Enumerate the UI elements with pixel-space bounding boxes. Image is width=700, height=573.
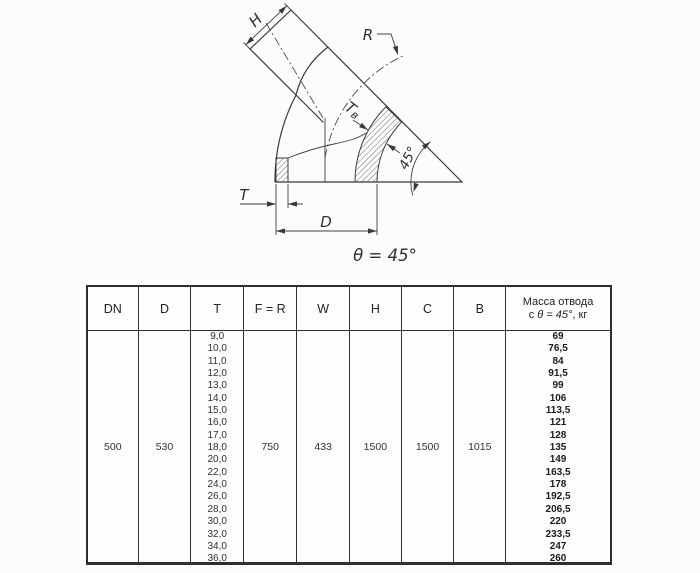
column-b: B 1015 [454,287,507,562]
cell-dn: 500 [104,440,122,453]
dimension-T-D: T D [239,184,378,235]
list-value: 14,0 [207,392,227,404]
list-value: 12,0 [207,368,227,380]
list-value: 91,5 [548,368,568,380]
elbow-outline [249,9,464,183]
list-value: 26,0 [207,491,227,503]
list-value: 20,0 [207,454,227,466]
cell-h: 1500 [363,440,388,453]
radius-arc-centerline [324,54,406,159]
header-w: W [297,287,350,331]
header-mass: Масса отвода с θ = 45°, кг [506,287,610,331]
list-value: 178 [549,479,567,491]
list-value: 163,5 [545,466,571,478]
header-b: B [454,287,506,331]
cell-b: 1015 [468,440,492,453]
column-h: H 1500 [350,287,402,562]
dim-label-r: R [363,26,373,44]
list-value: 18,0 [207,442,227,454]
cell-c: 1500 [415,440,440,453]
cell-d: 530 [155,440,174,453]
wall-section-left [275,157,289,183]
dimension-angle: 45° [396,141,431,196]
header-d: D [138,287,191,331]
dim-label-d: D [320,213,332,231]
header-t: T [191,287,244,331]
header-h: H [350,287,401,331]
theta-caption: θ = 45° [353,246,417,265]
list-value: 22,0 [207,466,227,478]
list-value: 76,5 [548,343,568,355]
list-value: 206,5 [545,503,571,515]
column-c: C 1500 [401,287,455,562]
list-value: 192,5 [545,491,571,503]
list-value: 106 [549,392,567,404]
header-dn: DN [88,287,138,331]
dim-label-tv: Tв [341,98,365,122]
wall-section-inner [354,106,403,183]
column-dn: DN 500 [88,287,139,562]
column-fr: F = R 750 [244,287,298,562]
list-value: 28,0 [207,503,227,515]
list-value: 13,0 [207,380,227,392]
list-value: 220 [549,516,567,528]
list-value: 9,0 [210,331,225,342]
list-value: 247 [549,540,567,552]
list-value: 15,0 [207,405,227,417]
header-mass-line2: с θ = 45°, кг [528,308,588,321]
axis-centerline [265,22,324,119]
list-value: 24,0 [207,479,227,491]
header-fr: F = R [244,287,297,331]
cell-w: 433 [314,440,332,453]
elbow-technical-drawing: H R Tв 45° T [239,3,464,265]
list-value: 233,5 [545,528,571,540]
list-value: 99 [552,380,564,392]
list-value: 113,5 [545,405,571,417]
list-value: 149 [549,454,567,466]
list-value: 11,0 [207,355,227,367]
dimension-H: H [243,3,292,50]
list-value: 30,0 [207,516,227,528]
dim-label-angle: 45° [396,144,421,173]
column-w: W 433 [297,287,351,562]
list-value: 260 [549,553,567,565]
list-value: 84 [552,355,564,367]
dimension-R: R [363,26,398,55]
list-value: 121 [549,417,567,429]
list-value: 36,0 [207,553,227,565]
list-value: 16,0 [207,417,227,429]
dim-label-t: T [239,186,250,204]
list-value: 69 [552,331,564,342]
dim-label-h: H [245,10,266,31]
list-value: 10,0 [207,343,227,355]
list-value: 34,0 [207,540,227,552]
list-value: 32,0 [207,528,227,540]
header-mass-line1: Масса отвода [522,295,594,308]
list-value: 128 [549,429,567,441]
cell-fr: 750 [261,440,279,453]
list-value: 17,0 [207,429,227,441]
list-value: 135 [549,442,567,454]
column-d: D 530 [138,287,192,562]
header-c: C [401,287,454,331]
